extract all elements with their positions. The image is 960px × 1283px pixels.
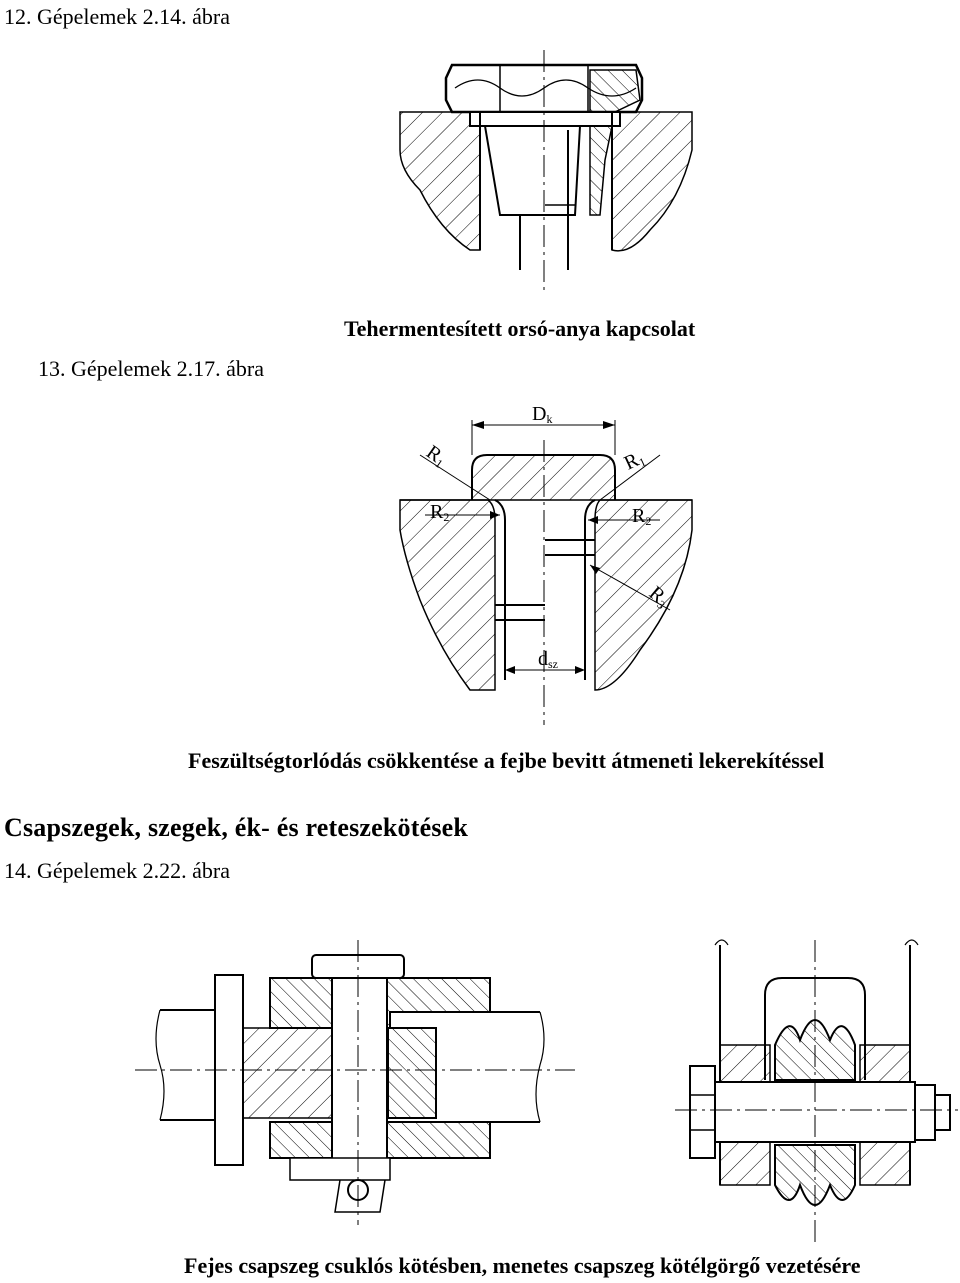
dim-dk: Dk [532, 403, 552, 426]
figure-label-13: 13. Gépelemek 2.17. ábra [38, 356, 265, 381]
drawing-rope-pulley [675, 939, 958, 1245]
dim-r1-left: R1 [422, 441, 451, 471]
figure-label-14: 14. Gépelemek 2.22. ábra [4, 858, 231, 883]
dim-dsz: dsz [538, 648, 558, 671]
dim-r2-left: R2 [430, 501, 449, 524]
caption-fillet-head: Feszültségtorlódás csökkentése a fejbe b… [188, 748, 825, 773]
drawing-pin-joint [135, 940, 575, 1225]
caption-nut-connection: Tehermentesített orsó-anya kapcsolat [344, 316, 696, 341]
drawing-head-fillet [399, 420, 693, 725]
figure-label-12: 12. Gépelemek 2.14. ábra [4, 4, 231, 29]
drawing-nut-connection [399, 50, 693, 295]
dim-r1-right: R1 [621, 446, 648, 475]
section-heading: Csapszegek, szegek, ék- és reteszekötése… [4, 813, 469, 842]
caption-pin-joints: Fejes csapszeg csuklós kötésben, menetes… [184, 1253, 861, 1278]
dim-r2-right: R2 [632, 505, 651, 528]
